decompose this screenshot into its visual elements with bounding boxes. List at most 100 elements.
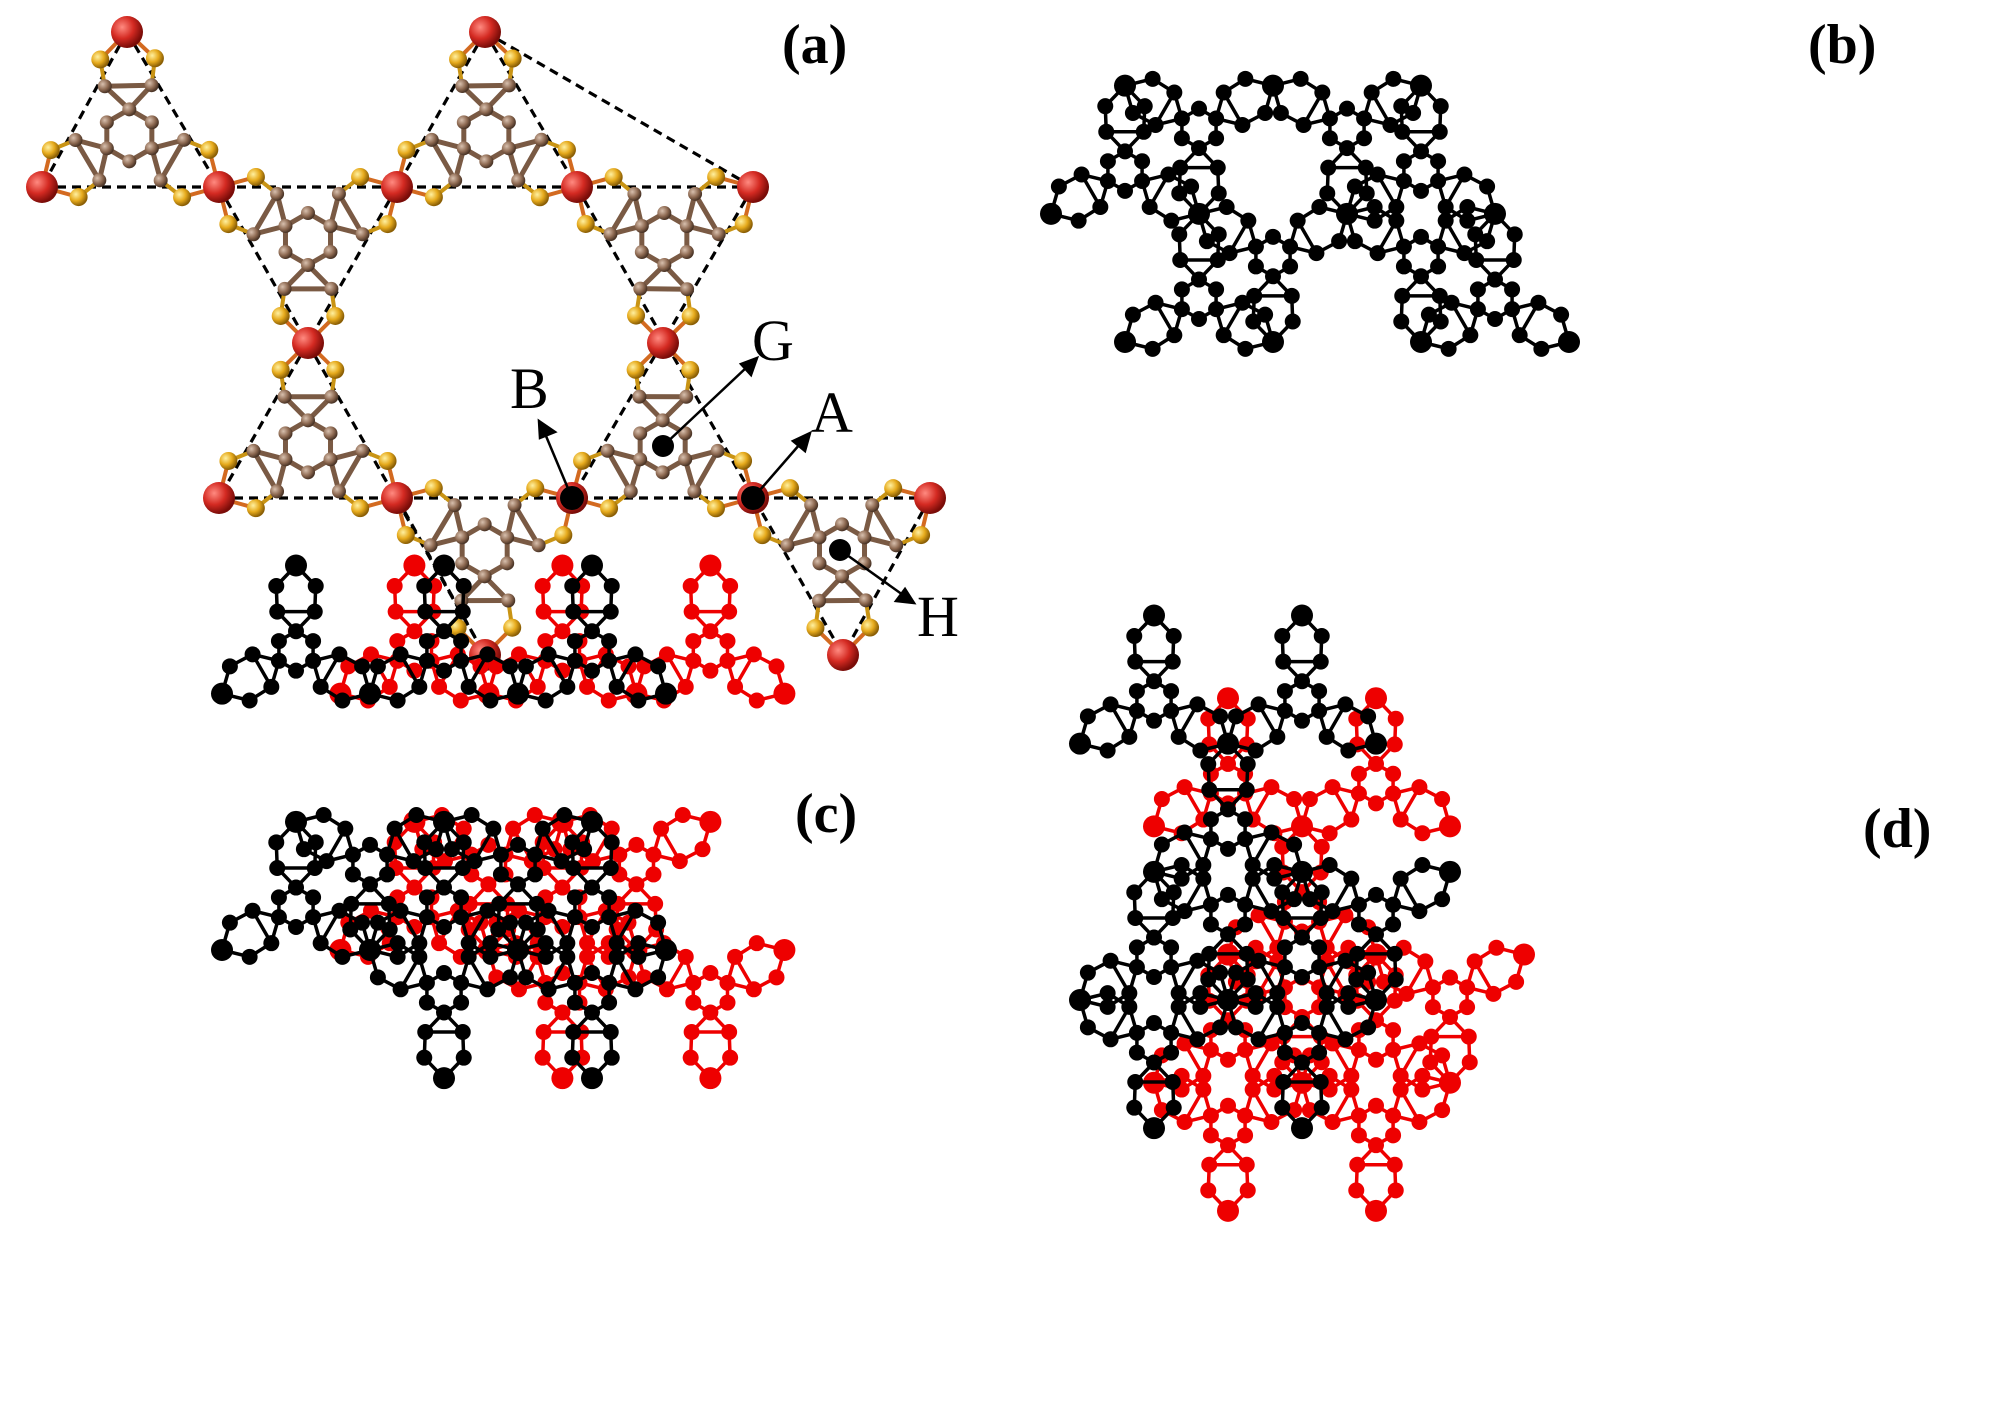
- atom: [1099, 998, 1116, 1015]
- atom: [1173, 281, 1190, 298]
- atom: [537, 633, 554, 650]
- dash-line: [125, 31, 221, 188]
- atom: [1394, 287, 1411, 304]
- atom: [534, 1049, 551, 1066]
- atom: [1237, 896, 1254, 913]
- atom: [1209, 159, 1226, 176]
- atom: [1274, 627, 1291, 644]
- atom: [1443, 294, 1460, 311]
- atom: [1392, 811, 1409, 828]
- node-atom: [433, 554, 455, 577]
- carbon-atom: [500, 530, 515, 545]
- atom: [1413, 143, 1429, 160]
- atom: [702, 662, 719, 679]
- atom: [334, 948, 351, 965]
- atom: [1282, 238, 1299, 255]
- atom: [1227, 708, 1244, 725]
- atom: [601, 652, 618, 669]
- atom: [502, 658, 519, 675]
- atom: [1321, 110, 1338, 127]
- atom: [1257, 104, 1274, 121]
- atom: [559, 948, 576, 965]
- node-atom: [1291, 815, 1313, 838]
- atom: [1312, 909, 1329, 926]
- atom: [1237, 830, 1254, 847]
- atom: [1192, 742, 1209, 759]
- atom: [584, 879, 600, 896]
- panel-label-b: (b): [1808, 14, 1876, 76]
- atom: [241, 948, 258, 965]
- atom: [1166, 84, 1183, 101]
- atom: [1234, 116, 1251, 133]
- carbon-atom: [301, 258, 315, 272]
- atom: [386, 820, 403, 837]
- atom: [748, 935, 765, 952]
- atom: [381, 921, 398, 938]
- atom: [1191, 311, 1207, 328]
- atom: [1244, 856, 1261, 873]
- atom: [436, 879, 452, 896]
- sulfur-atom: [246, 167, 265, 186]
- bond: [429, 137, 458, 183]
- node-atom: [581, 1067, 603, 1090]
- atom: [306, 859, 323, 876]
- sulfur-atom: [706, 499, 725, 518]
- bond: [250, 191, 280, 237]
- atom: [1368, 1097, 1384, 1114]
- atom: [685, 633, 702, 650]
- atom: [608, 948, 625, 965]
- atom: [540, 646, 557, 663]
- atom: [1117, 182, 1133, 199]
- atom: [221, 658, 238, 675]
- carbon-atom: [278, 452, 293, 467]
- atom: [1220, 1097, 1236, 1114]
- atom: [1092, 198, 1109, 215]
- carbon-atom: [812, 530, 827, 545]
- atom: [608, 935, 625, 952]
- atom: [1247, 238, 1264, 255]
- atom: [288, 662, 304, 679]
- atom: [727, 948, 744, 965]
- atom: [1432, 313, 1449, 330]
- site-label-b: B: [510, 356, 549, 421]
- atom: [1340, 742, 1357, 759]
- atom: [1504, 281, 1521, 298]
- node-atom: [1365, 687, 1387, 710]
- atom: [362, 646, 379, 663]
- atom: [1269, 985, 1286, 1002]
- atom: [1163, 939, 1180, 956]
- atom: [431, 678, 448, 695]
- atom: [1318, 998, 1335, 1015]
- node-atom: [359, 682, 381, 705]
- atom: [537, 935, 554, 952]
- atom: [1311, 702, 1328, 719]
- atom: [1479, 178, 1496, 195]
- atom: [1553, 306, 1570, 323]
- atom: [1265, 228, 1281, 245]
- atom: [645, 846, 662, 863]
- atom: [1422, 1054, 1439, 1071]
- atom: [1247, 742, 1264, 759]
- atom: [1311, 1044, 1328, 1061]
- panel-label-a: (a): [782, 14, 847, 76]
- atom: [312, 935, 329, 952]
- metal-atom: [292, 327, 324, 359]
- atom: [721, 1024, 738, 1041]
- carbon-atom: [144, 115, 159, 130]
- atom: [1220, 840, 1236, 857]
- carbon-atom: [424, 132, 439, 147]
- atom: [1121, 728, 1138, 745]
- bond: [691, 448, 721, 494]
- atom: [1314, 84, 1331, 101]
- sulfur-atom: [351, 167, 370, 186]
- metal-atom: [647, 327, 679, 359]
- carbon-atom: [323, 452, 338, 467]
- sulfur-atom: [396, 526, 415, 545]
- sulfur-atom: [627, 306, 646, 325]
- sulfur-atom: [326, 360, 345, 379]
- atom: [1311, 1024, 1328, 1041]
- atom: [727, 678, 744, 695]
- atom: [454, 859, 471, 876]
- atom: [650, 969, 667, 986]
- atom: [1171, 226, 1188, 243]
